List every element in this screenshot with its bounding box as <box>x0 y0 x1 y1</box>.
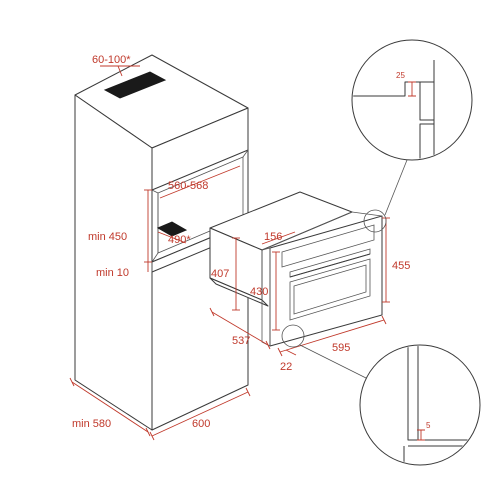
detail-callout-top <box>351 39 473 233</box>
label-detail-top-gap: 25 <box>396 71 405 80</box>
label-niche-width: 560-568 <box>168 180 208 192</box>
dimension-lines <box>69 65 390 441</box>
label-oven-top-inset: 156 <box>264 231 282 243</box>
niche-vent-strip <box>156 221 188 237</box>
top-vent-slot <box>103 71 167 99</box>
label-oven-body-height: 407 <box>211 268 229 280</box>
label-oven-front-height: 455 <box>392 260 410 272</box>
label-front-offset: 22 <box>280 361 292 373</box>
label-top-vent: 60-100* <box>92 54 131 66</box>
label-oven-depth: 537 <box>232 335 250 347</box>
detail-callout-bottom <box>281 324 481 466</box>
label-cabinet-width: 600 <box>192 418 210 430</box>
label-oven-width: 595 <box>332 342 350 354</box>
label-cabinet-depth: min 580 <box>72 418 111 430</box>
dimension-labels: 60-100* 560-568 min 450 490* min 10 min … <box>72 54 431 430</box>
label-detail-bottom-gap: 5 <box>426 421 431 430</box>
label-niche-min-height: min 450 <box>88 231 127 243</box>
oven-door-window <box>289 258 371 321</box>
label-oven-inner-height: 430 <box>250 286 268 298</box>
label-vent-depth: 490* <box>168 234 191 246</box>
oven-handle <box>289 253 371 278</box>
cabinet <box>74 54 249 431</box>
label-bottom-gap: min 10 <box>96 267 129 279</box>
